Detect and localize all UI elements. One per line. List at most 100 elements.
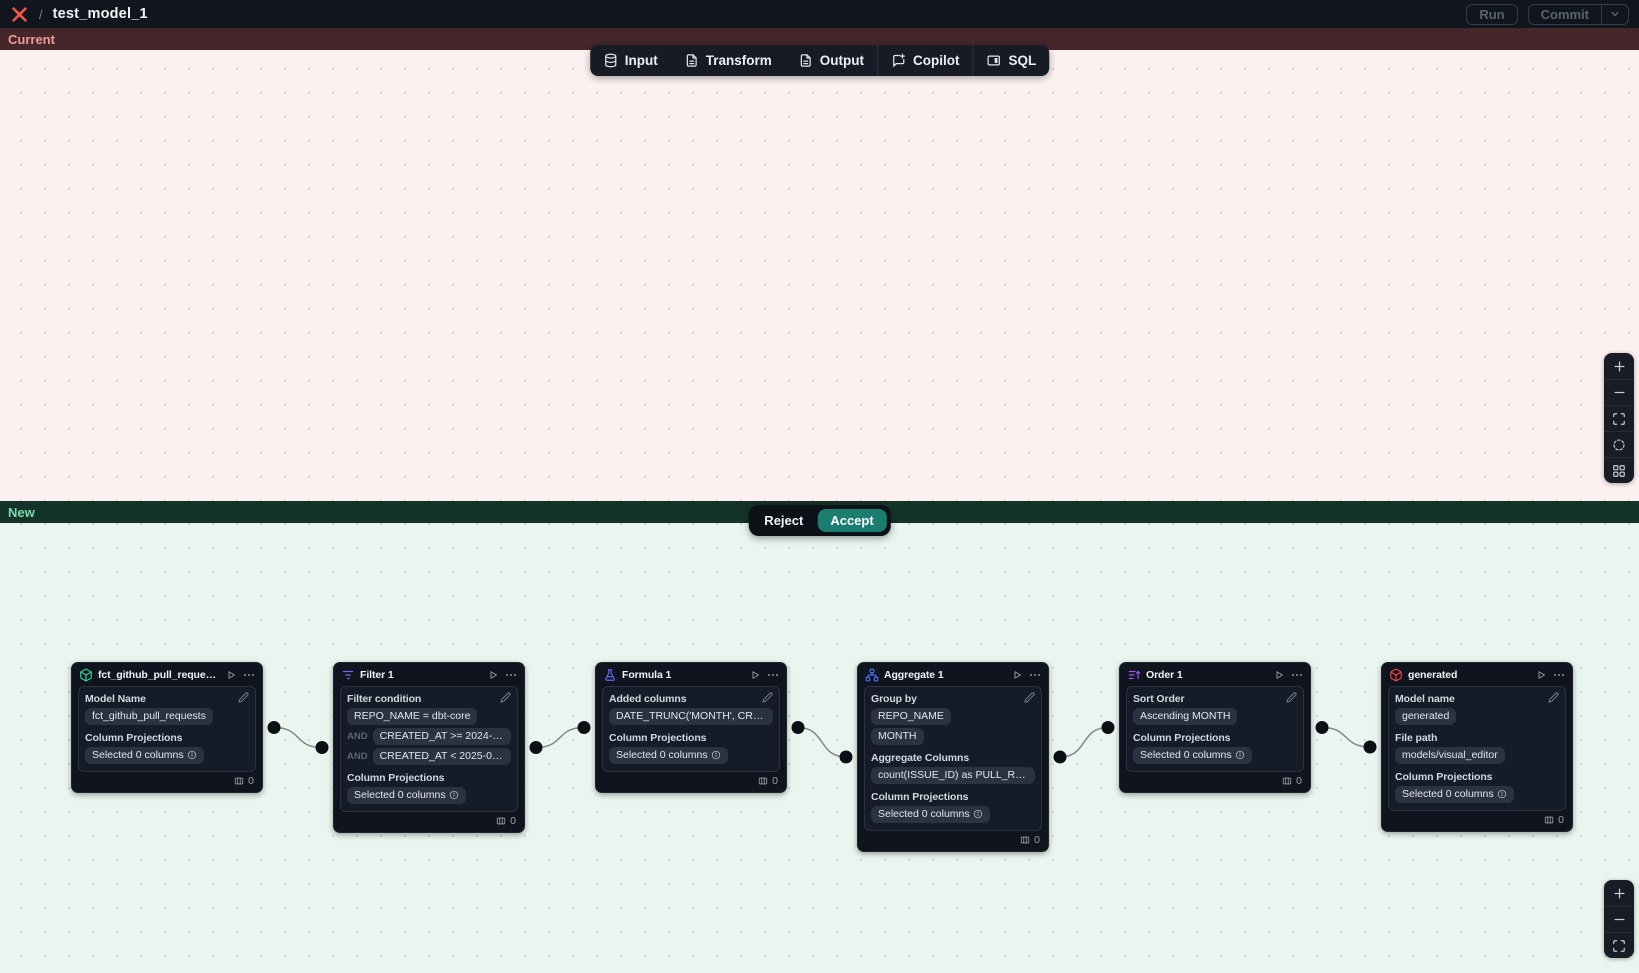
node-menu-icon[interactable] — [766, 668, 780, 682]
toolbar-item-input[interactable]: Input — [590, 45, 671, 76]
zoom-out-button[interactable] — [1604, 906, 1634, 932]
play-icon[interactable] — [1273, 669, 1285, 681]
info-icon[interactable] — [1497, 789, 1507, 799]
node-header: generated — [1382, 663, 1572, 686]
value-pill[interactable]: Selected 0 columns — [609, 747, 728, 764]
value-pill[interactable]: models/visual_editor — [1395, 747, 1505, 764]
info-icon[interactable] — [1235, 750, 1245, 760]
play-icon[interactable] — [1535, 669, 1547, 681]
edit-pencil-icon[interactable] — [238, 692, 249, 703]
value-pill[interactable]: Ascending MONTH — [1133, 708, 1238, 725]
fit-view-button[interactable] — [1604, 932, 1634, 958]
reject-button[interactable]: Reject — [752, 509, 815, 532]
node-row-count[interactable]: 0 — [1382, 811, 1572, 831]
value-pill-text: Ascending MONTH — [1140, 710, 1231, 722]
node-row-count[interactable]: 0 — [596, 772, 786, 792]
info-icon[interactable] — [973, 809, 983, 819]
zoom-out-button[interactable] — [1604, 379, 1634, 405]
toolbar-item-copilot[interactable]: Copilot — [878, 45, 973, 76]
target-connection-handle[interactable] — [1101, 721, 1115, 734]
toolbar-item-transform[interactable]: Transform — [671, 45, 785, 76]
target-connection-handle[interactable] — [315, 741, 329, 754]
node-title: Order 1 — [1146, 669, 1183, 681]
value-pill[interactable]: REPO_NAME = dbt-core — [347, 708, 478, 725]
play-icon[interactable] — [1011, 669, 1023, 681]
info-icon[interactable] — [187, 750, 197, 760]
app-logo-icon[interactable] — [10, 5, 29, 24]
breadcrumb-separator: / — [39, 6, 43, 22]
commit-button[interactable]: Commit — [1540, 6, 1589, 22]
zoom-out-icon — [1612, 385, 1627, 400]
source-connection-handle[interactable] — [1053, 750, 1067, 764]
node-menu-icon[interactable] — [504, 668, 518, 682]
value-pill[interactable]: Selected 0 columns — [1395, 786, 1514, 803]
info-icon[interactable] — [711, 750, 721, 760]
flask-icon — [603, 668, 617, 682]
edit-pencil-icon[interactable] — [500, 692, 511, 703]
toolbar-item-sql[interactable]: SQL — [974, 45, 1050, 76]
play-icon[interactable] — [225, 669, 237, 681]
toolbar-group-2: SQL — [972, 45, 1050, 76]
node-row-count[interactable]: 0 — [858, 831, 1048, 851]
target-connection-handle[interactable] — [577, 721, 591, 734]
node-row-count[interactable]: 0 — [334, 812, 524, 832]
node-menu-icon[interactable] — [1552, 668, 1566, 682]
node-header: Order 1 — [1120, 663, 1310, 686]
edit-pencil-icon[interactable] — [1548, 692, 1559, 703]
source-connection-handle[interactable] — [1315, 721, 1329, 734]
fit-view-button[interactable] — [1604, 405, 1634, 431]
source-connection-handle[interactable] — [267, 721, 281, 734]
value-pill[interactable]: fct_github_pull_requests — [85, 708, 213, 725]
section-row: generated — [1395, 708, 1559, 725]
play-icon[interactable] — [487, 669, 499, 681]
value-pill[interactable]: Selected 0 columns — [1133, 747, 1252, 764]
target-connection-handle[interactable] — [839, 750, 853, 764]
zoom-in-button[interactable] — [1604, 353, 1634, 379]
value-pill[interactable]: Selected 0 columns — [85, 747, 204, 764]
current-canvas[interactable] — [0, 50, 1639, 501]
auto-layout-button[interactable] — [1604, 457, 1634, 483]
value-pill[interactable]: DATE_TRUNC('MONTH', CREATED_AT… — [609, 708, 773, 725]
source-connection-handle[interactable] — [791, 721, 805, 734]
run-button[interactable]: Run — [1466, 3, 1518, 25]
edit-pencil-icon[interactable] — [762, 692, 773, 703]
interactivity-button[interactable] — [1604, 431, 1634, 457]
edit-pencil-icon[interactable] — [1286, 692, 1297, 703]
node-row-count[interactable]: 0 — [72, 772, 262, 792]
value-pill[interactable]: CREATED_AT < 2025-03-01 — [372, 748, 511, 765]
value-pill[interactable]: generated — [1395, 708, 1457, 725]
toolbar-item-output[interactable]: Output — [785, 45, 877, 76]
play-icon[interactable] — [749, 669, 761, 681]
target-connection-handle[interactable] — [1363, 740, 1377, 754]
value-pill[interactable]: MONTH — [871, 728, 924, 745]
accept-button[interactable]: Accept — [817, 509, 887, 532]
node-row-count[interactable]: 0 — [1120, 772, 1310, 792]
value-pill[interactable]: CREATED_AT >= 2024-12-01 — [372, 728, 511, 745]
info-icon[interactable] — [449, 790, 459, 800]
source-connection-handle[interactable] — [529, 741, 543, 754]
value-pill[interactable]: Selected 0 columns — [871, 806, 990, 823]
node-menu-icon[interactable] — [1290, 668, 1304, 682]
node-menu-icon[interactable] — [1028, 668, 1042, 682]
node-menu-icon[interactable] — [242, 668, 256, 682]
zoom-in-button[interactable] — [1604, 880, 1634, 906]
section-label: File path — [1395, 732, 1438, 744]
package-icon — [79, 668, 93, 682]
value-pill-text: CREATED_AT >= 2024-12-01 — [379, 730, 504, 742]
value-pill[interactable]: REPO_NAME — [871, 708, 951, 725]
database-icon — [603, 53, 618, 68]
chevron-down-icon[interactable] — [1601, 4, 1628, 24]
node-header: Aggregate 1 — [858, 663, 1048, 686]
edit-pencil-icon[interactable] — [1024, 692, 1035, 703]
value-pill[interactable]: count(ISSUE_ID) as PULL_REQUEST_… — [871, 767, 1035, 784]
value-pill[interactable]: Selected 0 columns — [347, 787, 466, 804]
